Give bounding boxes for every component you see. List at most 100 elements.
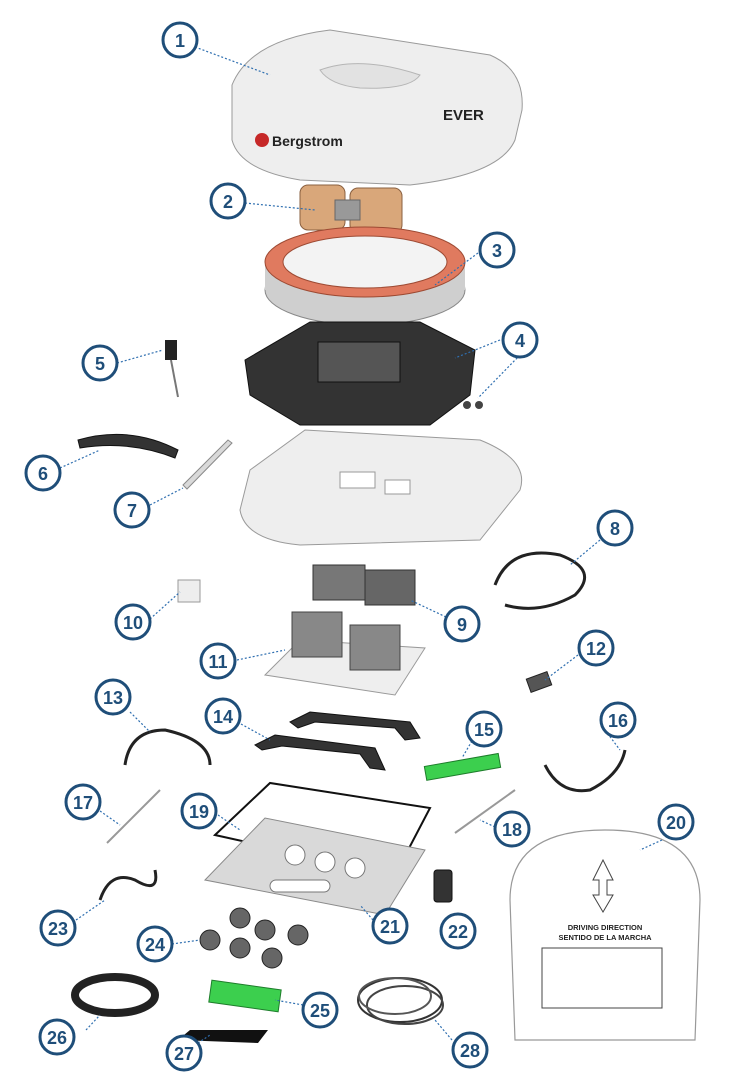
callout-number: 14 <box>213 707 233 727</box>
callout-number: 17 <box>73 793 93 813</box>
callout-number: 6 <box>38 464 48 484</box>
callout-number: 25 <box>310 1001 330 1021</box>
callout-number: 21 <box>380 917 400 937</box>
callout-circle <box>136 925 174 963</box>
part-cable-13 <box>123 728 212 766</box>
callout-25: 25 <box>301 991 339 1029</box>
callout-number: 9 <box>457 615 467 635</box>
callout-number: 1 <box>175 31 185 51</box>
callout-number: 20 <box>666 813 686 833</box>
part-remote-control <box>433 869 453 903</box>
callout-circle <box>165 1034 203 1072</box>
part-sensor <box>165 340 179 398</box>
callout-8: 8 <box>596 509 634 547</box>
callout-circle <box>478 231 516 269</box>
callout-circle <box>114 603 152 641</box>
part-base-frame <box>244 321 483 426</box>
callout-11: 11 <box>199 642 237 680</box>
callout-circle <box>81 344 119 382</box>
callout-18: 18 <box>493 810 531 848</box>
callout-10: 10 <box>114 603 152 641</box>
callout-circle <box>493 810 531 848</box>
callout-number: 28 <box>460 1041 480 1061</box>
callout-24: 24 <box>136 925 174 963</box>
callout-circle <box>599 701 637 739</box>
part-connector <box>525 671 553 693</box>
callout-circle <box>113 491 151 529</box>
part-bracket-plate <box>263 611 426 696</box>
callout-number: 16 <box>608 711 628 731</box>
callout-number: 7 <box>127 501 137 521</box>
callout-14: 14 <box>204 697 242 735</box>
callout-circle <box>24 454 62 492</box>
sticker-title-2: SENTIDO DE LA MARCHA <box>558 933 652 942</box>
part-coiled-seal <box>71 973 159 1017</box>
part-thin-bracket <box>182 439 233 490</box>
callout-23: 23 <box>39 909 77 947</box>
part-rings <box>199 907 309 969</box>
brand-logo-left: Bergstrom <box>272 133 343 149</box>
callout-circle <box>657 803 695 841</box>
callout-circle <box>443 605 481 643</box>
part-label-27 <box>178 1030 268 1043</box>
callout-number: 15 <box>474 720 494 740</box>
callout-12: 12 <box>577 629 615 667</box>
callout-number: 5 <box>95 354 105 374</box>
callout-circle <box>39 909 77 947</box>
part-small-clip <box>177 579 201 603</box>
callout-number: 27 <box>174 1044 194 1064</box>
part-filter-ring <box>264 226 466 326</box>
callout-27: 27 <box>165 1034 203 1072</box>
callout-19: 19 <box>180 792 218 830</box>
part-hose-16 <box>543 749 627 793</box>
callout-circle <box>204 697 242 735</box>
part-coil-harness <box>357 977 444 1025</box>
callout-circle <box>94 678 132 716</box>
callout-number: 26 <box>47 1028 67 1048</box>
callout-circle <box>180 792 218 830</box>
callout-6: 6 <box>24 454 62 492</box>
callout-21: 21 <box>371 907 409 945</box>
part-rod-17 <box>106 789 161 844</box>
callout-circle <box>439 912 477 950</box>
callout-number: 22 <box>448 922 468 942</box>
callout-number: 19 <box>189 802 209 822</box>
callout-2: 2 <box>209 182 247 220</box>
callout-circle <box>209 182 247 220</box>
callout-22: 22 <box>439 912 477 950</box>
brand-logo-right: EVER <box>443 107 484 124</box>
part-top-cover: Bergstrom EVER <box>231 29 523 186</box>
callout-circle <box>501 321 539 359</box>
callout-number: 10 <box>123 613 143 633</box>
callout-number: 8 <box>610 519 620 539</box>
part-base-tray <box>239 429 522 546</box>
callout-number: 12 <box>586 639 606 659</box>
callout-26: 26 <box>38 1018 76 1056</box>
callout-1: 1 <box>161 21 199 59</box>
callout-number: 3 <box>492 241 502 261</box>
callout-circle <box>38 1018 76 1056</box>
callout-17: 17 <box>64 783 102 821</box>
brand-logo-icon <box>255 133 269 147</box>
callout-circle <box>64 783 102 821</box>
callout-circle <box>451 1031 489 1069</box>
callout-9: 9 <box>443 605 481 643</box>
callout-number: 4 <box>515 331 525 351</box>
callout-circle <box>371 907 409 945</box>
callout-number: 24 <box>145 935 165 955</box>
part-mounting-plate <box>203 817 426 916</box>
callout-number: 2 <box>223 192 233 212</box>
callout-circle <box>596 509 634 547</box>
callout-5: 5 <box>81 344 119 382</box>
part-drain-cups <box>312 564 416 606</box>
part-rod-18 <box>454 789 516 834</box>
callout-circle <box>199 642 237 680</box>
callout-number: 13 <box>103 688 123 708</box>
callout-3: 3 <box>478 231 516 269</box>
callout-circle <box>465 710 503 748</box>
callout-number: 11 <box>208 652 227 672</box>
part-pcb-15 <box>423 752 502 781</box>
part-blower-motor <box>299 184 403 234</box>
